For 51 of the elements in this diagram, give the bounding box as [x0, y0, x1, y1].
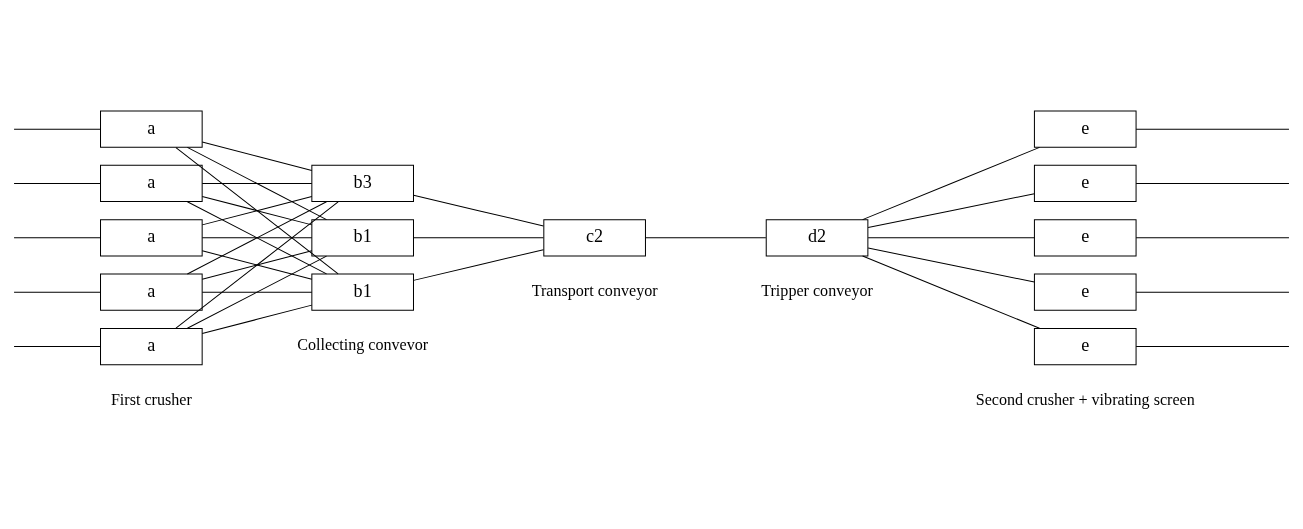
node-box: b1	[311, 218, 414, 256]
node-box: e	[1033, 273, 1137, 311]
node-box: c2	[543, 218, 646, 256]
connector	[413, 248, 544, 281]
node-box: e	[1033, 327, 1137, 365]
connector	[186, 255, 327, 329]
connector	[1135, 128, 1290, 130]
connector	[867, 236, 1035, 238]
connector	[201, 236, 313, 238]
connector	[175, 200, 339, 329]
node-box: a	[100, 218, 203, 256]
connector	[13, 128, 101, 130]
connector	[862, 255, 1041, 329]
label: Collecting convevor	[297, 335, 429, 353]
connector	[201, 195, 313, 225]
connector	[186, 146, 327, 220]
connector	[1135, 291, 1290, 293]
node-label: Tripper conveyor	[761, 281, 873, 299]
connector	[201, 249, 313, 280]
connector	[186, 200, 327, 274]
node-box: a	[100, 164, 203, 202]
connector	[201, 291, 313, 293]
node-box: a	[100, 110, 203, 148]
connector	[1135, 236, 1290, 238]
node-box: b3	[311, 164, 414, 202]
connector	[867, 192, 1035, 228]
connector	[13, 345, 101, 347]
node-box: a	[100, 327, 203, 365]
node-box: a	[100, 273, 203, 311]
connector	[13, 236, 101, 238]
node-box: b1	[311, 273, 414, 311]
connector	[413, 236, 544, 238]
node-box: e	[1033, 164, 1137, 202]
node-box: e	[1033, 218, 1137, 256]
connector	[201, 182, 313, 184]
connector	[13, 182, 101, 184]
connector	[201, 141, 313, 171]
connector	[867, 247, 1035, 282]
connector	[13, 291, 101, 293]
node-label: Transport conveyor	[531, 281, 658, 299]
connector	[1135, 182, 1290, 184]
label: First crusher	[110, 390, 192, 408]
node-box: e	[1033, 110, 1137, 148]
connector	[413, 194, 544, 226]
node-box: d2	[765, 218, 869, 256]
connector	[862, 146, 1041, 220]
connector	[645, 236, 767, 238]
connector	[201, 304, 313, 334]
connector	[1135, 345, 1290, 347]
connector	[175, 146, 339, 274]
label: Second crusher + vibrating screen	[975, 390, 1195, 408]
